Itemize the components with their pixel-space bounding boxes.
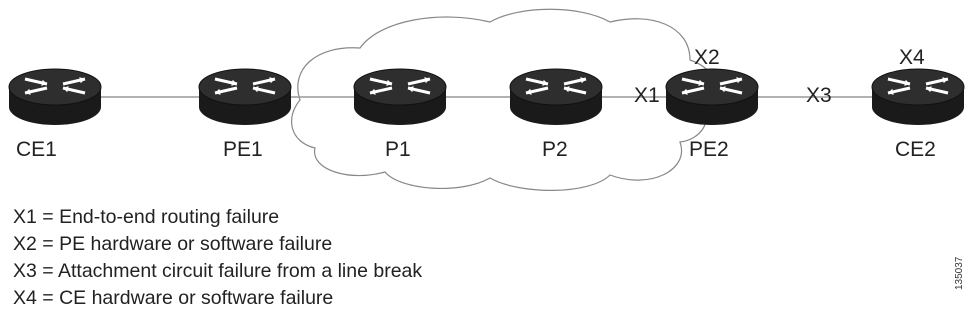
router-label-pe2: PE2 [689, 138, 729, 161]
router-label-ce2: CE2 [895, 138, 936, 161]
failure-label-x2: X2 [694, 46, 720, 69]
router-label-p2: P2 [542, 138, 568, 161]
failure-label-x4: X4 [899, 46, 925, 69]
failure-label-x1: X1 [634, 84, 660, 107]
legend-item-x4: X4 = CE hardware or software failure [13, 287, 333, 309]
legend-item-x2: X2 = PE hardware or software failure [13, 233, 332, 255]
legend-item-x1: X1 = End-to-end routing failure [13, 206, 279, 228]
figure-id: 135037 [954, 256, 965, 290]
router-icon-p2 [509, 68, 603, 125]
routers [8, 68, 965, 125]
router-icon-ce2 [871, 68, 965, 125]
router-icon-ce1 [8, 68, 102, 125]
router-label-p1: P1 [385, 138, 411, 161]
router-label-pe1: PE1 [223, 138, 263, 161]
router-icon-pe1 [198, 68, 292, 125]
legend: X1 = End-to-end routing failure X2 = PE … [13, 206, 422, 309]
failure-label-x3: X3 [806, 84, 832, 107]
router-icon-p1 [353, 68, 447, 125]
router-icon-pe2 [665, 68, 759, 125]
legend-item-x3: X3 = Attachment circuit failure from a l… [13, 260, 422, 282]
router-label-ce1: CE1 [16, 138, 57, 161]
